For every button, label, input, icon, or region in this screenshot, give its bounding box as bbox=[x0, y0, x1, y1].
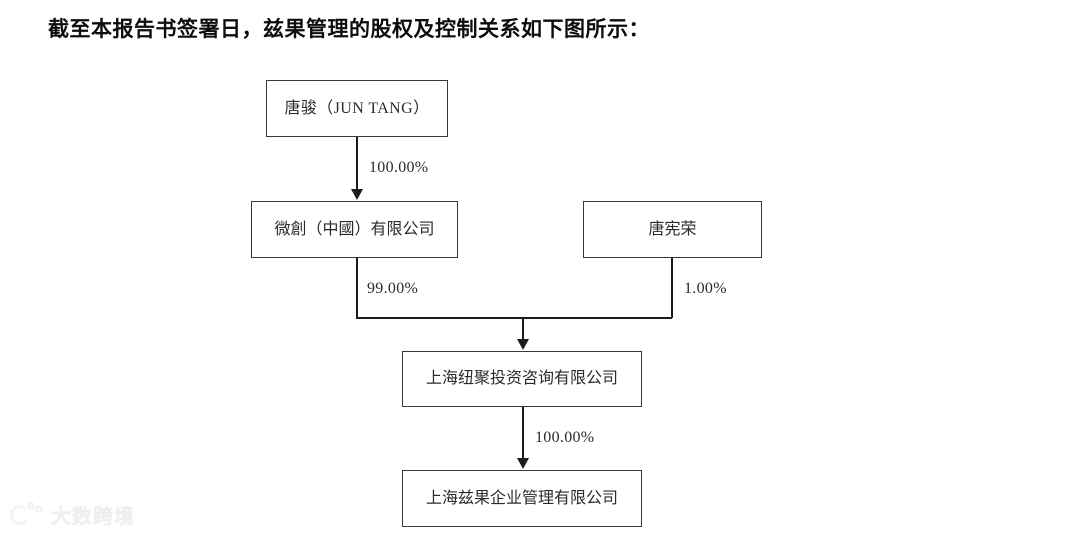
connector-niuju-ziguo bbox=[522, 407, 524, 459]
watermark-label: 大数跨境 bbox=[51, 506, 135, 528]
org-node-tangxianrong: 唐宪荣 bbox=[583, 201, 762, 258]
edge-label-niuju-ziguo: 100.00% bbox=[535, 429, 595, 446]
connector-merge-bar bbox=[356, 317, 672, 319]
edge-label-tangjun-weichuang: 100.00% bbox=[369, 159, 429, 176]
page-heading: 截至本报告书签署日，兹果管理的股权及控制关系如下图所示： bbox=[48, 17, 650, 41]
edge-label-tangxianrong-niuju: 1.00% bbox=[684, 280, 727, 297]
org-node-ziguo: 上海兹果企业管理有限公司 bbox=[402, 470, 642, 527]
arrow-head-icon bbox=[350, 189, 363, 200]
edge-label-weichuang-niuju: 99.00% bbox=[367, 280, 419, 297]
org-node-tangjun: 唐骏（JUN TANG） bbox=[266, 80, 448, 137]
connector-tangjun-weichuang bbox=[356, 137, 358, 190]
connector-tangxianrong-niuju bbox=[671, 258, 673, 318]
watermark: 大数跨境 bbox=[10, 500, 135, 529]
arrow-head-icon bbox=[516, 458, 529, 469]
org-node-niuju: 上海纽聚投资咨询有限公司 bbox=[402, 351, 642, 407]
org-node-weichuang: 微創（中國）有限公司 bbox=[251, 201, 458, 258]
connector-weichuang-niuju bbox=[356, 258, 358, 318]
connector-merge-drop bbox=[522, 317, 524, 341]
bigdata-logo-icon bbox=[10, 501, 44, 528]
arrow-head-icon bbox=[516, 339, 529, 350]
